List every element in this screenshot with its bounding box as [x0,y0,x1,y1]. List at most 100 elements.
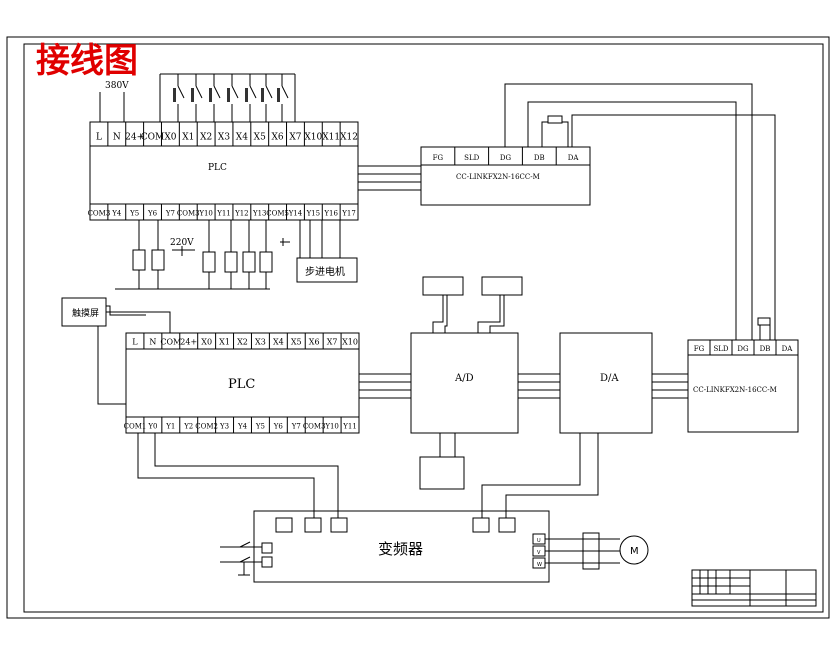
inverter-output-w: W [537,562,542,568]
plc-1-bottom-terminal-10: COM5 [266,210,289,218]
plc-1-top-terminal-5: X1 [182,132,194,142]
inverter: 变频器 U V W [253,510,550,583]
cclink-module-2: FG SLD DG DB DA CC-LINKFX2N-16CC-M [687,339,799,433]
plc-2-bottom-terminal-3: Y2 [183,423,193,431]
cclink-2-label: CC-LINKFX2N-16CC-M [693,386,777,394]
relay-3 [224,251,238,273]
voltage-220: 220V [170,238,194,248]
plc-2-top-terminal-12: X10 [342,338,358,347]
plc-2-top-terminal-0: L [132,338,138,347]
ad-sensor-1 [422,276,464,296]
cclink-1-terminal-4: DA [568,154,580,162]
plc-1-bottom-terminal-1: Y4 [111,210,122,218]
cclink-2-terminal-1: SLD [713,345,728,353]
ad-body [410,332,519,434]
cclink-1-terminal-2: DG [500,154,512,162]
cclink-1-terminal-1: SLD [464,154,479,162]
touch-screen-box [61,297,107,327]
ad-sensor-3 [419,456,465,490]
title-block [691,569,817,607]
plc-2-bottom-terminal-2: Y1 [165,423,175,431]
relay-0 [132,249,146,271]
plc-1-top-terminal-11: X7 [289,132,301,142]
plc-2-bottom-terminal-11: Y10 [324,423,339,431]
plc-1-top-terminal-9: X5 [254,132,266,142]
cclink-2-terminal-2: DG [737,345,749,353]
ad-sensor-2 [481,276,523,296]
cclink-1-body [420,146,591,206]
cclink-2-terminal-4: DA [782,345,794,353]
inverter-output-v: V [537,550,541,556]
plc-1-top-terminal-10: X6 [272,132,284,142]
inverter-label: 变频器 [378,540,423,558]
plc-1-top-terminal-0: L [96,132,102,142]
plc-1-top-terminal-1: N [113,132,121,142]
motor-circle [619,535,649,565]
relay-2 [202,251,216,273]
plc-2-top-terminal-11: X7 [327,338,338,347]
outer-frame [6,36,830,619]
supply-voltage: 380V [105,81,129,91]
da-label: D/A [600,373,619,384]
relay-4 [242,251,256,273]
stepper-motor-label: 步进电机 [305,265,345,278]
plc-1-bottom-terminal-5: COM3 [177,210,200,218]
plc-1-bottom-terminal-3: Y6 [147,210,158,218]
plc-1-input-switches [159,73,296,122]
plc-1-top-terminal-8: X4 [236,132,248,142]
plc-2-top-terminal-7: X3 [255,338,266,347]
plc-2-bottom-terminal-10: COM3 [303,423,326,431]
plc-1-bottom-terminal-11: Y14 [288,210,303,218]
plc-2-bottom-terminal-6: Y4 [237,423,248,431]
plc-2-bottom-terminal-0: COM1 [124,423,147,431]
plc-1-top-terminal-14: X12 [340,132,358,142]
inner-frame [23,43,824,613]
plc-1-bottom-terminal-12: Y15 [306,210,321,218]
motor-label: M [630,546,639,557]
plc-2-top-terminal-4: X0 [201,338,212,347]
relay-5 [259,251,273,273]
plc-2-top-terminal-10: X6 [309,338,320,347]
plc-1-top-terminal-13: X11 [322,132,340,142]
plc-1-top-terminal-7: X3 [218,132,230,142]
cclink-2-terminal-0: FG [694,345,705,353]
plc-1-bottom-terminal-14: Y17 [341,210,356,218]
plc-2-body [125,332,360,434]
plc-1-bottom-terminal-13: Y16 [323,210,338,218]
plc-2-bottom-terminal-12: Y11 [342,423,357,431]
plc-1-top-terminal-12: X10 [304,132,322,142]
motor: M [545,532,649,570]
plc-2-bottom-terminal-4: COM2 [195,423,218,431]
plc-2-bottom-terminal-1: Y0 [147,423,157,431]
plc-1-top-terminal-4: X0 [164,132,176,142]
da-body [559,332,653,434]
da-module: D/A [559,332,653,434]
plc-2-top-terminal-3: 24+ [180,338,197,347]
plc-2-bottom-terminal-5: Y3 [219,423,229,431]
plc-2-bottom-terminal-9: Y7 [291,423,301,431]
stepper-motor-box [296,257,358,283]
plc-2-bottom-terminal-8: Y6 [273,423,284,431]
ad-module: A/D [410,276,523,490]
plc-1-bottom-terminal-2: Y5 [129,210,139,218]
plc-1-label: PLC [208,163,227,173]
plc-2-top-terminal-9: X5 [291,338,302,347]
plc-1-bottom-terminal-9: Y13 [252,210,267,218]
cclink-2-terminal-3: DB [760,345,771,353]
inverter-output-u: U [537,538,541,544]
plc-1-bottom-terminal-4: Y7 [165,210,175,218]
plc-2-top-terminal-6: X2 [237,338,248,347]
plc-2-label: PLC [228,377,255,392]
plc-1-bottom-terminal-6: Y10 [198,210,213,218]
cclink-cables [504,83,776,340]
plc-2-top-terminal-2: COM [160,338,181,347]
plc-1-top-terminal-3: COM [141,132,164,142]
cclink-1-label: CC-LINKFX2N-16CC-M [456,173,540,181]
page-title: 接线图 [36,41,138,81]
plc-1-bottom-terminal-0: COM3 [88,210,111,218]
plc-1-bottom-terminal-8: Y12 [234,210,249,218]
ad-label: A/D [454,373,474,384]
